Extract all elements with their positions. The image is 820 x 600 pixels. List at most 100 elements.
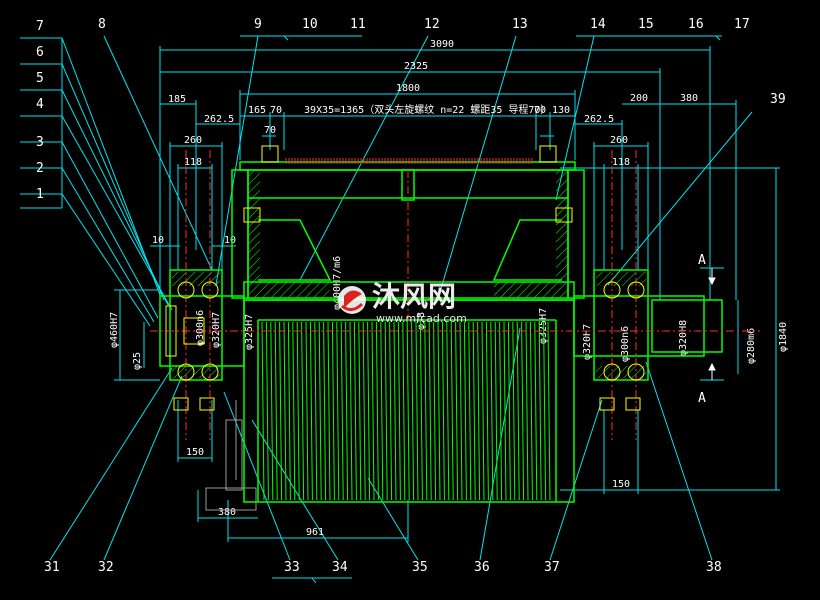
dim-10-a: 10 xyxy=(152,235,164,246)
dim-118-right: 118 xyxy=(612,157,630,168)
balloon-16: 16 xyxy=(688,17,704,32)
rope-groove-line xyxy=(301,321,305,501)
vdim-320-right: φ320H7 xyxy=(582,324,593,360)
rope-groove-line xyxy=(265,321,269,501)
vdim-1840: φ1840 xyxy=(778,322,789,352)
rope-groove-line xyxy=(507,321,511,501)
vdim-400: φ400H7/m6 xyxy=(332,256,343,310)
vdim-300-right: φ300n6 xyxy=(620,326,631,362)
balloon-38: 38 xyxy=(706,560,722,575)
dimension-lines xyxy=(114,46,780,542)
vdim-300-left: φ300n6 xyxy=(195,310,206,346)
dim-10-b: 10 xyxy=(224,235,236,246)
rope-groove-line xyxy=(314,321,318,501)
rope-groove-line xyxy=(402,321,406,501)
rope-groove-line xyxy=(503,321,507,501)
rope-groove-line xyxy=(292,321,296,501)
rope-groove-line xyxy=(463,321,467,501)
watermark-brand: 沐风网 xyxy=(372,280,456,313)
rope-groove-line xyxy=(441,321,445,501)
rope-groove-line xyxy=(367,321,371,501)
dim-150-right: 150 xyxy=(612,479,630,490)
rope-groove-line xyxy=(415,321,419,501)
rope-groove-line xyxy=(534,321,538,501)
section-a-bottom: A xyxy=(698,391,706,406)
balloon-17: 17 xyxy=(734,17,750,32)
rope-groove-line xyxy=(521,321,525,501)
rope-groove-line xyxy=(336,321,340,501)
balloon-7: 7 xyxy=(36,19,44,34)
rope-groove-line xyxy=(455,321,459,501)
rope-groove-line xyxy=(340,321,344,501)
rope-groove-line xyxy=(261,321,265,501)
rope-groove-line xyxy=(547,321,551,501)
watermark-url: www.mfcad.com xyxy=(376,312,467,325)
rope-groove-line xyxy=(529,321,533,501)
dim-165: 165 xyxy=(248,105,266,116)
dim-3090: 3090 xyxy=(430,39,454,50)
rope-groove-line xyxy=(296,321,300,501)
rope-groove-line xyxy=(468,321,472,501)
rope-groove-line xyxy=(446,321,450,501)
rope-groove-line xyxy=(318,321,322,501)
rope-groove-line xyxy=(327,321,331,501)
rope-groove-line xyxy=(433,321,437,501)
rope-groove-line xyxy=(375,321,379,501)
support-bracket xyxy=(205,400,257,511)
balloon-34: 34 xyxy=(332,560,348,575)
leader-lines xyxy=(49,35,753,561)
dim-961: 961 xyxy=(306,527,324,538)
dim-380-top: 380 xyxy=(680,93,698,104)
dim-380-bottom: 380 xyxy=(218,507,236,518)
rope-groove-line xyxy=(477,321,481,501)
rope-groove-line xyxy=(411,321,415,501)
rope-groove-line xyxy=(538,321,542,501)
balloon-36: 36 xyxy=(474,560,490,575)
balloon-1: 1 xyxy=(36,187,44,202)
vdim-460: φ460H7 xyxy=(109,312,120,348)
rope-groove-line xyxy=(283,321,287,501)
dim-70-c: 70 xyxy=(534,105,546,116)
rope-groove-line xyxy=(309,321,313,501)
balloon-33: 33 xyxy=(284,560,300,575)
top-balloon-brackets xyxy=(240,35,722,584)
vdim-25: φ25 xyxy=(132,352,143,370)
dim-70-b: 70 xyxy=(264,125,276,136)
balloon-3: 3 xyxy=(36,135,44,150)
rope-groove-line xyxy=(362,321,366,501)
balloon-5: 5 xyxy=(36,71,44,86)
rope-groove-line xyxy=(274,321,278,501)
balloon-15: 15 xyxy=(638,17,654,32)
rope-groove-line xyxy=(494,321,498,501)
vdim-280: φ280m6 xyxy=(746,328,757,364)
dim-200: 200 xyxy=(630,93,648,104)
rope-groove-line xyxy=(485,321,489,501)
balloon-35: 35 xyxy=(412,560,428,575)
dim-262-5-right: 262.5 xyxy=(584,114,614,125)
balloon-37: 37 xyxy=(544,560,560,575)
rope-groove-line xyxy=(490,321,494,501)
rope-groove-line xyxy=(323,321,327,501)
balloon-2: 2 xyxy=(36,161,44,176)
rope-groove-line xyxy=(371,321,375,501)
balloon-12: 12 xyxy=(424,17,440,32)
rope-grooves xyxy=(261,321,551,501)
watermark-logo-icon xyxy=(338,286,366,314)
rope-groove-line xyxy=(525,321,529,501)
rope-groove-line xyxy=(389,321,393,501)
rope-groove-line xyxy=(345,321,349,501)
section-arrows xyxy=(708,268,716,380)
vdim-38: φ38 xyxy=(416,312,427,330)
rope-groove-line xyxy=(397,321,401,501)
rope-groove-line xyxy=(349,321,353,501)
rope-groove-line xyxy=(419,321,423,501)
rope-groove-line xyxy=(472,321,476,501)
section-a-top: A xyxy=(698,253,706,268)
rope-groove-line xyxy=(406,321,410,501)
balloon-4: 4 xyxy=(36,97,44,112)
balloon-8: 8 xyxy=(98,17,106,32)
rope-groove-line xyxy=(331,321,335,501)
balloon-10: 10 xyxy=(302,17,318,32)
balloon-13: 13 xyxy=(512,17,528,32)
